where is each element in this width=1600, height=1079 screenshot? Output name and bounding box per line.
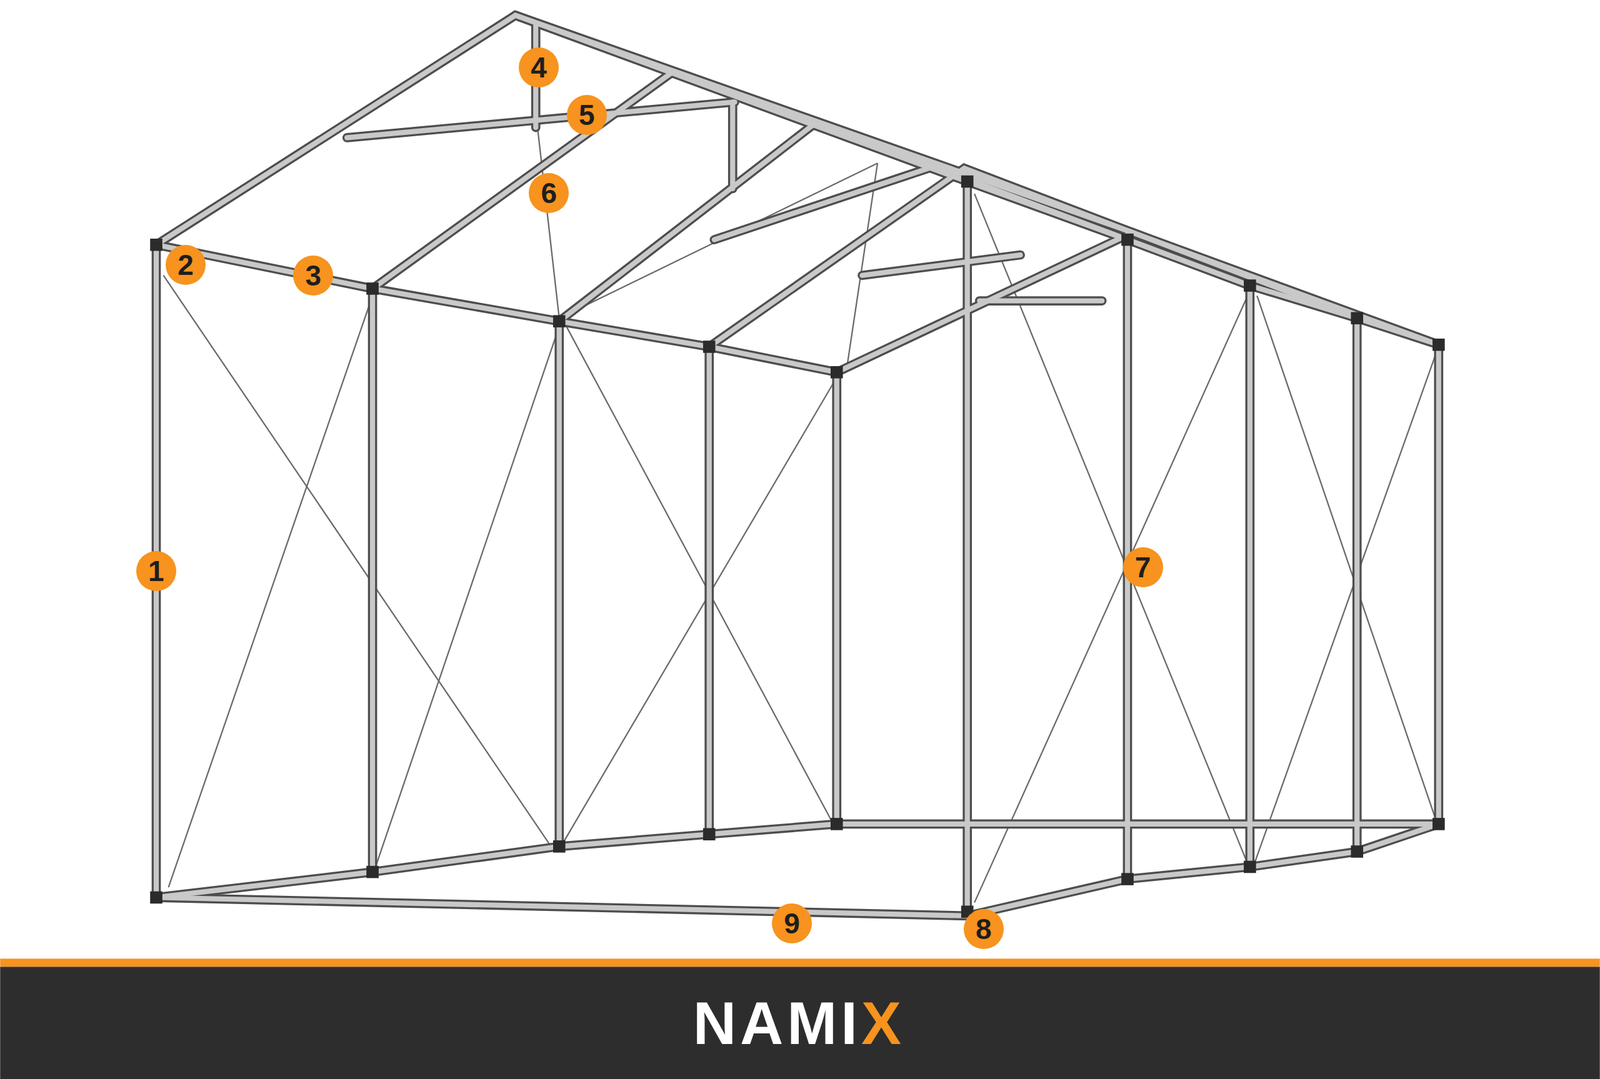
- callout-number: 3: [293, 255, 334, 296]
- callout-number: 9: [771, 903, 812, 944]
- callout-number: 1: [136, 551, 177, 592]
- joints: [150, 175, 1445, 919]
- footer-band: [0, 958, 1600, 1079]
- callout-number: 5: [566, 95, 607, 135]
- pipes-shadow: [156, 15, 1439, 916]
- callout-number: 8: [963, 909, 1004, 950]
- callout-number: 4: [518, 47, 559, 88]
- callout-number: 6: [528, 173, 569, 214]
- brand-logo: NAMIX: [693, 993, 905, 1054]
- pipes: [156, 15, 1439, 916]
- callout-number: 2: [165, 245, 206, 285]
- callout-number: 7: [1123, 547, 1164, 588]
